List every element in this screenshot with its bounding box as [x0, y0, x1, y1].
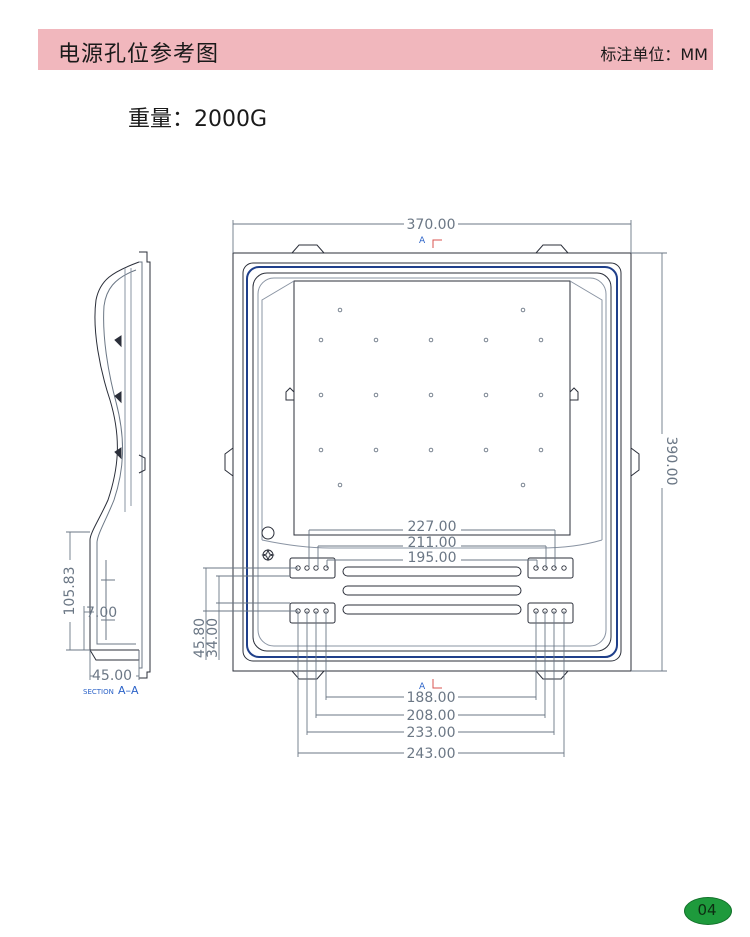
header-bar — [38, 29, 713, 70]
dim-227: 227.00 — [408, 519, 457, 535]
weight-label: 重量：2000G — [128, 107, 268, 132]
side-flange — [139, 251, 151, 679]
panel-slopes — [261, 280, 603, 540]
tab-top-left — [291, 244, 325, 254]
clip-left — [285, 387, 295, 401]
side-profile-outer — [89, 261, 140, 651]
clip-right — [569, 387, 579, 401]
section-mark-bottom-arrow — [432, 679, 442, 689]
side-view — [89, 251, 151, 679]
front-view — [224, 244, 640, 680]
section-marks — [432, 239, 442, 689]
side-profile-inner — [96, 269, 137, 645]
vent-slot-3 — [342, 604, 522, 615]
tab-bottom-left — [291, 670, 325, 680]
dim-height: 390.00 — [663, 437, 679, 486]
dim-width: 370.00 — [407, 217, 456, 233]
section-label: SECTION — [83, 688, 114, 696]
section-mark-top: A — [419, 236, 426, 246]
panel-bottom-curve — [261, 539, 603, 549]
hole-plate-lower-right — [527, 602, 574, 624]
hole-plate-lower-left — [289, 602, 336, 624]
dim-7-00: 7.00 — [86, 605, 117, 621]
rim-4 — [257, 277, 607, 647]
section-mark-bottom: A — [419, 682, 426, 692]
dim-208: 208.00 — [407, 708, 456, 724]
page-number: 04 — [697, 901, 717, 919]
hole-plate-upper-right — [527, 557, 574, 579]
dim-195: 195.00 — [408, 550, 457, 566]
dim-233: 233.00 — [407, 725, 456, 741]
outer-frame — [232, 252, 632, 672]
section-name: A–A — [118, 684, 139, 697]
page-title: 电源孔位参考图 — [58, 42, 220, 67]
dim-188: 188.00 — [407, 690, 456, 706]
dim-34-00: 34.00 — [205, 618, 221, 658]
tab-left — [224, 447, 234, 477]
inner-panel — [293, 280, 571, 536]
side-clips — [114, 335, 122, 460]
side-bottom-lip — [89, 649, 140, 661]
vent-slot-2 — [342, 585, 522, 596]
side-dimension-lines — [66, 531, 140, 680]
star-icon — [261, 548, 275, 562]
dim-243: 243.00 — [407, 746, 456, 762]
side-ear — [138, 454, 146, 474]
unit-label: 标注单位：MM — [600, 45, 708, 64]
dim-211: 211.00 — [408, 535, 457, 551]
rim-3 — [252, 272, 612, 652]
front-dimension-lines — [203, 220, 667, 757]
plate-holes — [295, 565, 567, 614]
tab-top-right — [535, 244, 569, 254]
rim-1 — [242, 262, 622, 662]
tab-bottom-right — [535, 670, 569, 680]
vent-slot-1 — [342, 566, 522, 577]
dim-105-83: 105.83 — [62, 567, 78, 616]
dim-45-00: 45.00 — [92, 668, 132, 684]
mounting-holes — [318, 307, 544, 488]
rim-2 — [246, 266, 618, 658]
tab-right — [630, 447, 640, 477]
page-number-badge — [684, 897, 732, 925]
section-mark-top-arrow — [432, 239, 442, 248]
screw-boss — [261, 526, 275, 540]
dim-45-80: 45.80 — [192, 618, 208, 658]
